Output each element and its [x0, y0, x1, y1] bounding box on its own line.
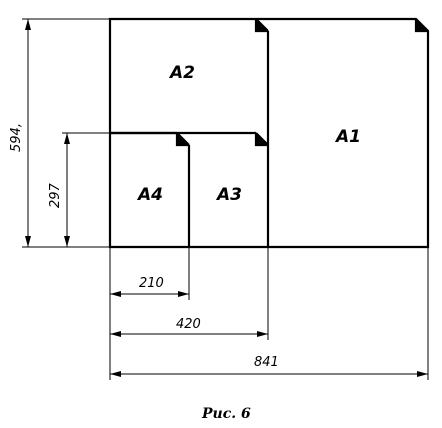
- corner-a1-fill: [416, 19, 428, 31]
- corner-a3-fill: [256, 133, 268, 145]
- dim-text-841: 841: [254, 355, 279, 370]
- arrow-841-left: [110, 371, 121, 377]
- label-a3: A3: [215, 185, 242, 205]
- arrow-297-top: [64, 133, 70, 144]
- dim-text-420: 420: [176, 317, 201, 332]
- dim-text-297: 297: [48, 182, 63, 208]
- dimension-420: 420: [110, 317, 268, 337]
- corner-a2-fill: [256, 19, 268, 31]
- dimension-594: 594,: [9, 18, 110, 248]
- label-a1: A1: [334, 127, 361, 147]
- arrow-210-right: [178, 291, 189, 297]
- label-a4: A4: [136, 185, 163, 205]
- arrow-594-top: [25, 19, 31, 30]
- arrow-420-right: [257, 331, 268, 337]
- sheet-outlines: [108, 17, 430, 249]
- dimension-210: 210: [110, 276, 189, 297]
- arrow-420-left: [110, 331, 121, 337]
- arrow-297-bottom: [64, 236, 70, 247]
- dimension-841: 841: [110, 355, 428, 377]
- figure-caption: Рис. 6: [201, 406, 251, 422]
- arrow-841-right: [417, 371, 428, 377]
- dim-text-210: 210: [139, 276, 164, 291]
- corner-a4-fill: [177, 133, 189, 145]
- dimension-297: 297: [48, 132, 110, 247]
- folded-corners: [175, 18, 428, 147]
- sheet-a1-outline: [108, 17, 430, 249]
- arrow-210-left: [110, 291, 121, 297]
- arrow-594-bottom: [25, 236, 31, 247]
- dim-text-594: 594,: [9, 123, 24, 152]
- label-a2: A2: [168, 63, 195, 83]
